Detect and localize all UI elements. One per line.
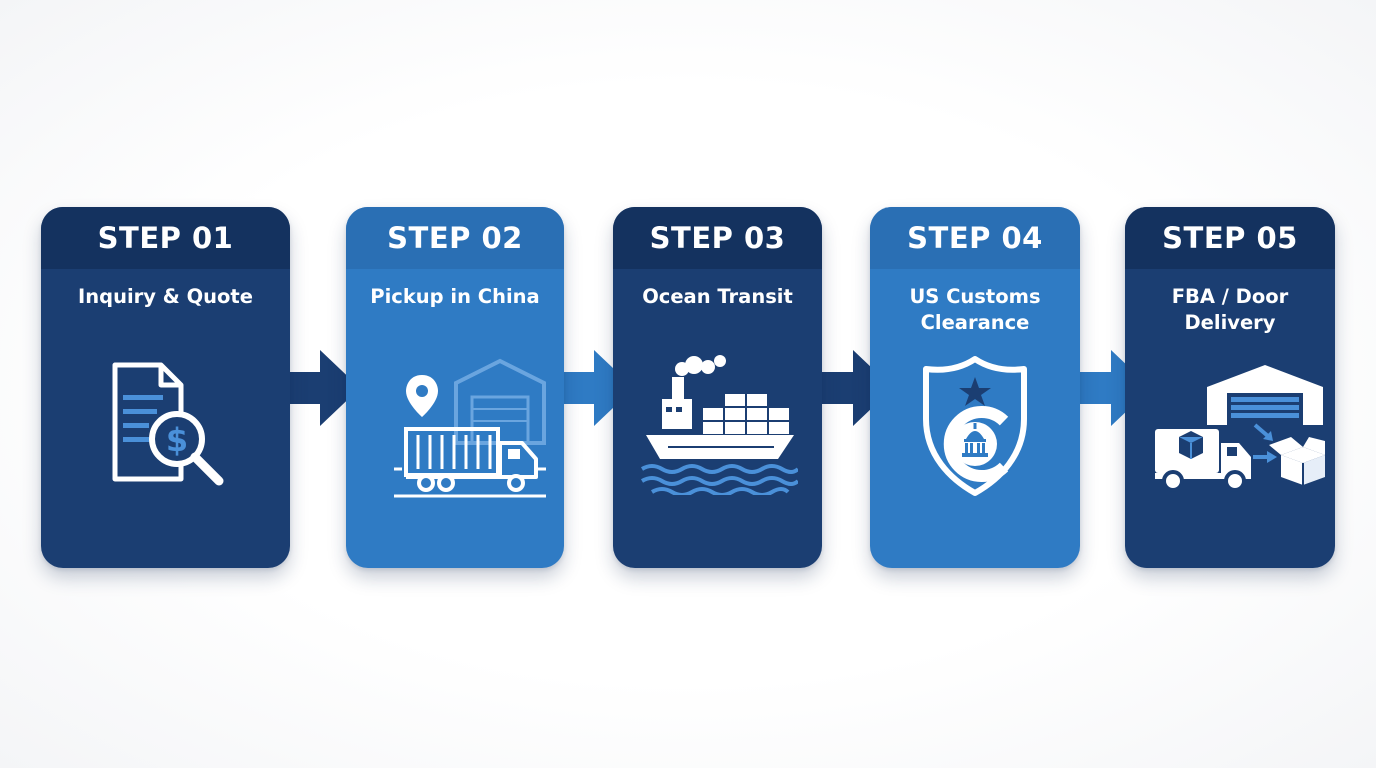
step-card-3: STEP 03 Ocean Transit (613, 207, 822, 568)
step-card-5: STEP 05 FBA / Door Delivery (1125, 207, 1335, 568)
step-card-2: STEP 02 Pickup in China (346, 207, 564, 568)
arrow-step-2-to-3 (562, 350, 634, 426)
arrow-step-3-to-4 (821, 350, 893, 426)
warehouse-truck-box-icon (1125, 361, 1335, 497)
arrow-step-4-to-5 (1079, 350, 1151, 426)
arrow-step-1-to-2 (288, 350, 360, 426)
step-title: Inquiry & Quote (78, 285, 253, 308)
document-dollar-magnifier-icon: $ (41, 359, 290, 489)
truck-warehouse-location-icon (346, 353, 564, 498)
step-title: FBA / Door Delivery (1171, 285, 1289, 334)
step-card-1: STEP 01 Inquiry & Quote $ (41, 207, 290, 568)
step-title: US Customs Clearance (909, 285, 1041, 334)
svg-text:$: $ (165, 421, 187, 459)
step-card-4: STEP 04 US Customs Clearance (870, 207, 1080, 568)
step-label: STEP 03 (613, 207, 822, 269)
step-title: Pickup in China (370, 285, 540, 308)
step-title: Ocean Transit (642, 285, 793, 308)
step-label: STEP 02 (346, 207, 564, 269)
step-label: STEP 05 (1125, 207, 1335, 269)
cargo-ship-icon (613, 355, 822, 495)
customs-badge-capitol-icon (870, 355, 1080, 497)
step-label: STEP 01 (41, 207, 290, 269)
step-label: STEP 04 (870, 207, 1080, 269)
